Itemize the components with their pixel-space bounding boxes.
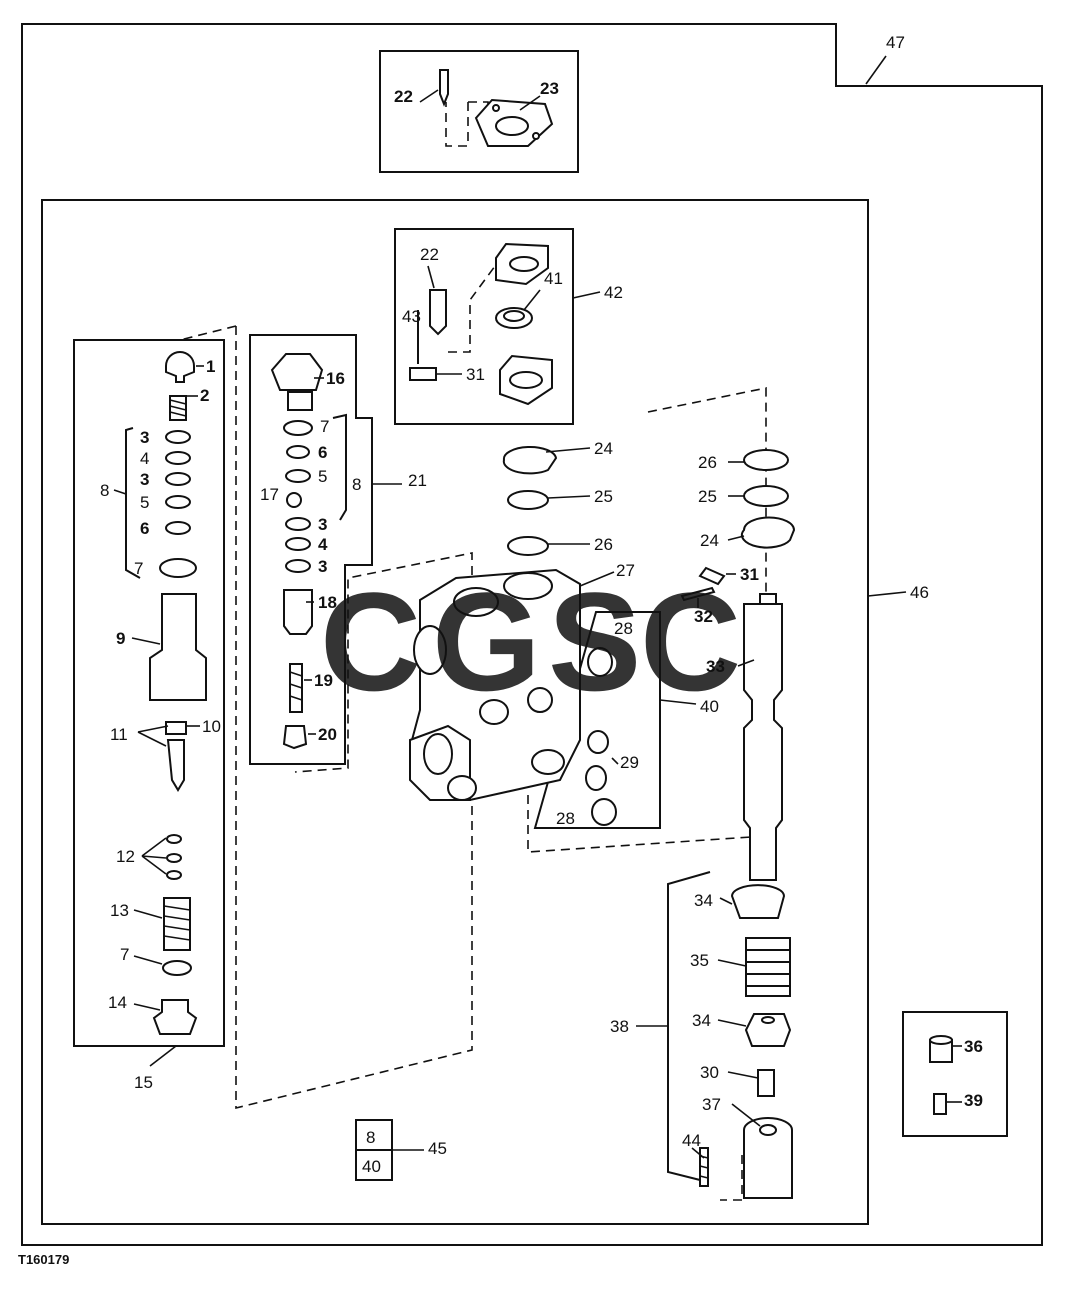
callout-41: 41 [544, 269, 563, 288]
callout-7: 7 [134, 559, 143, 578]
callout-37: 37 [702, 1095, 721, 1114]
callout-26: 26 [594, 535, 613, 554]
callout-8: 8 [100, 481, 109, 500]
callout-46: 46 [910, 583, 929, 602]
callout-3: 3 [318, 557, 327, 576]
callout-2: 2 [200, 386, 209, 405]
callout-32: 32 [694, 607, 713, 626]
callout-42: 42 [604, 283, 623, 302]
callout-9: 9 [116, 629, 125, 648]
callout-17: 17 [260, 485, 279, 504]
watermark-c2: C [640, 563, 741, 720]
callout-21: 21 [408, 471, 427, 490]
callout-28: 28 [556, 809, 575, 828]
callout-47: 47 [886, 33, 905, 52]
callout-10: 10 [202, 717, 221, 736]
callout-4: 4 [318, 535, 328, 554]
callout-36: 36 [964, 1037, 983, 1056]
flange-kit-box-42 [394, 228, 574, 425]
callout-7: 7 [320, 417, 329, 436]
callout-31: 31 [740, 565, 759, 584]
callout-45-kit-8: 8 [366, 1128, 375, 1147]
valve-assembly-frame-46 [41, 199, 869, 1225]
relief-valve-box-15 [73, 339, 225, 1047]
callout-40: 40 [700, 697, 719, 716]
callout-16: 16 [326, 369, 345, 388]
callout-26: 26 [698, 453, 717, 472]
callout-6: 6 [140, 519, 149, 538]
callout-8: 8 [352, 475, 361, 494]
callout-4: 4 [140, 449, 149, 468]
callout-5: 5 [318, 467, 327, 486]
callout-45: 45 [428, 1139, 447, 1158]
callout-25: 25 [698, 487, 717, 506]
callout-34: 34 [694, 891, 713, 910]
callout-29: 29 [620, 753, 639, 772]
watermark-s: S [548, 563, 641, 720]
callout-19: 19 [314, 671, 333, 690]
callout-7: 7 [120, 945, 129, 964]
assembly-frame-47 [21, 23, 1043, 1246]
callout-3: 3 [140, 470, 149, 489]
callout-22: 22 [420, 245, 439, 264]
callout-33: 33 [706, 657, 725, 676]
callout-20: 20 [318, 725, 337, 744]
callout-39: 39 [964, 1091, 983, 1110]
plug-kit-box [902, 1011, 1008, 1137]
callout-24: 24 [594, 439, 613, 458]
callout-25: 25 [594, 487, 613, 506]
callout-3: 3 [318, 515, 327, 534]
watermark-g: G [432, 563, 541, 720]
cgsc-watermark: C G S C [320, 563, 741, 720]
callout-44: 44 [682, 1131, 701, 1150]
callout-31: 31 [466, 365, 485, 384]
callout-35: 35 [690, 951, 709, 970]
callout-30: 30 [700, 1063, 719, 1082]
flange-kit-box [379, 50, 579, 173]
relief-valve-box-21 [249, 334, 373, 765]
callout-22: 22 [394, 87, 413, 106]
figure-id: T160179 [18, 1252, 69, 1267]
callout-1: 1 [206, 357, 215, 376]
callout-13: 13 [110, 901, 129, 920]
spring-kit-bracket-38 [667, 871, 711, 1181]
callout-27: 27 [616, 561, 635, 580]
callout-24: 24 [700, 531, 719, 550]
callout-6: 6 [318, 443, 327, 462]
callout-18: 18 [318, 593, 337, 612]
callout-23: 23 [540, 79, 559, 98]
callout-3: 3 [140, 428, 149, 447]
callout-45-kit-40: 40 [362, 1157, 381, 1176]
callout-28: 28 [614, 619, 633, 638]
callout-34: 34 [692, 1011, 711, 1030]
callout-12: 12 [116, 847, 135, 866]
callout-38: 38 [610, 1017, 629, 1036]
callout-43: 43 [402, 307, 421, 326]
callout-14: 14 [108, 993, 127, 1012]
callout-5: 5 [140, 493, 149, 512]
callout-15: 15 [134, 1073, 153, 1092]
callout-11: 11 [110, 725, 128, 744]
watermark-c1: C [320, 563, 421, 720]
